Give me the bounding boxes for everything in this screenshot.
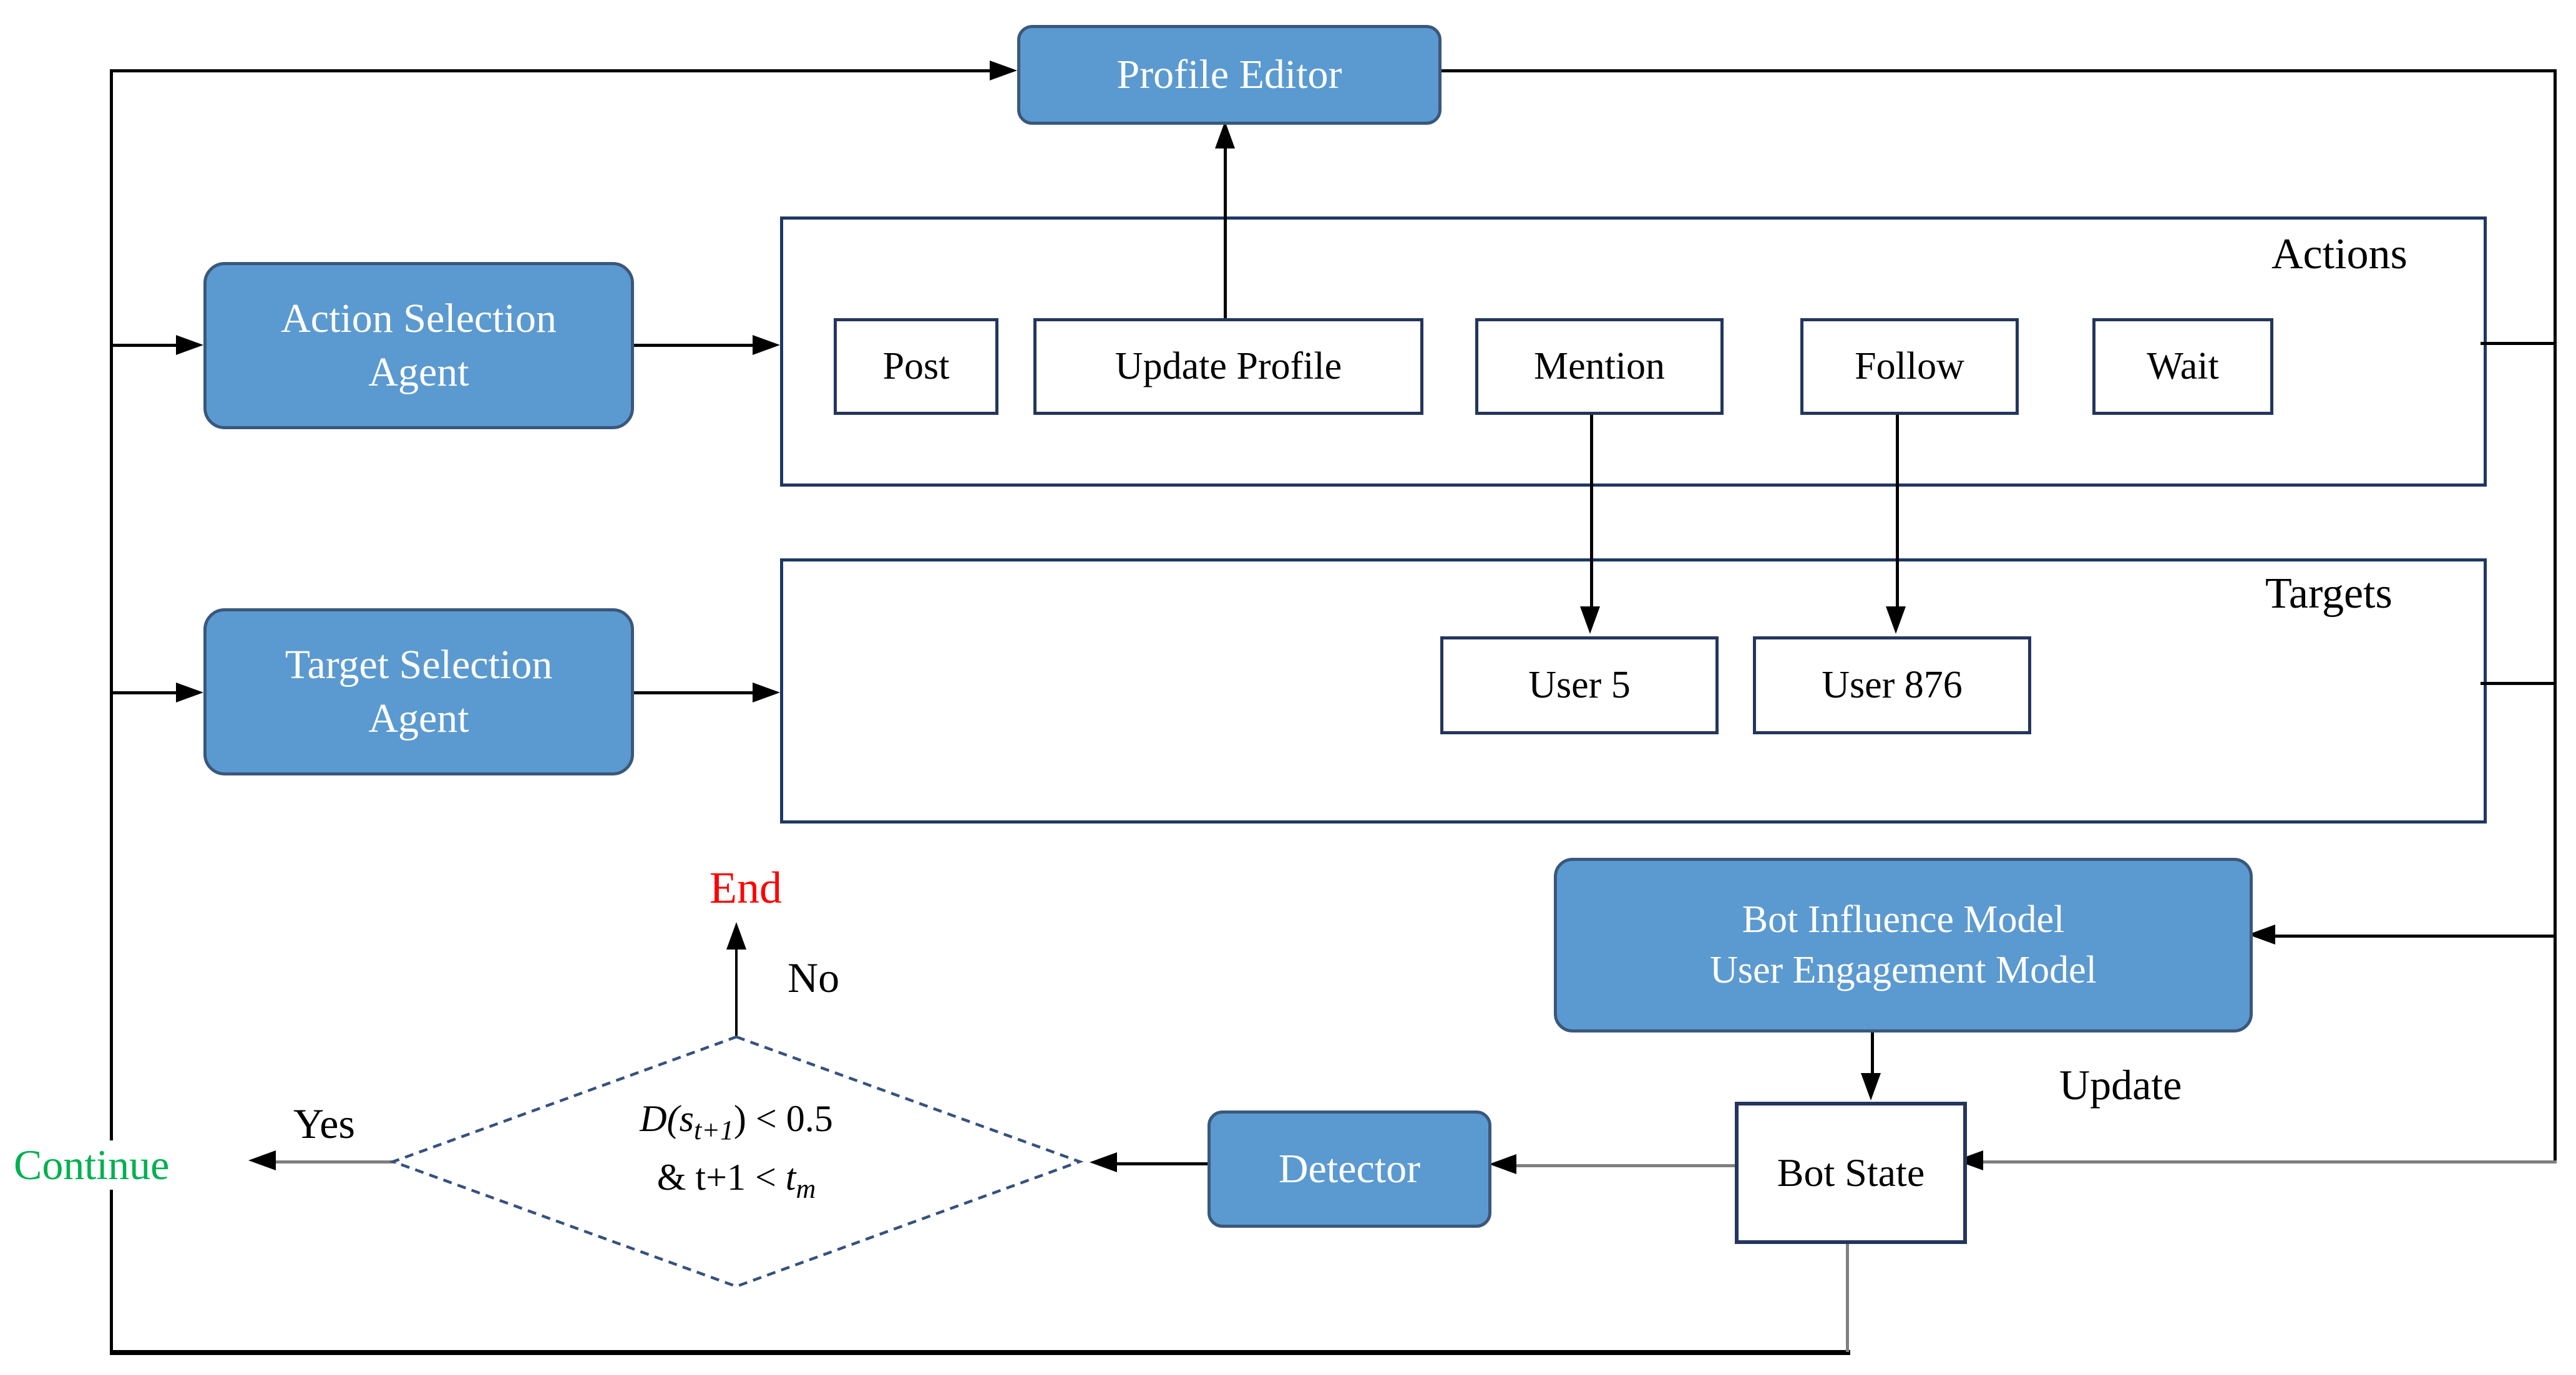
update-profile-up-arrowhead xyxy=(1215,121,1235,148)
mention-down-line xyxy=(1590,406,1593,609)
target-agent-out-line xyxy=(633,691,755,694)
detector-node: Detector xyxy=(1208,1110,1491,1228)
no-line xyxy=(735,948,738,1040)
decision-condition: D(st+1) < 0.5 & t+1 < tm xyxy=(487,1092,986,1209)
decision-diamond xyxy=(389,1035,1084,1288)
botstate-down-line xyxy=(1846,1238,1849,1352)
yes-label: Yes xyxy=(293,1100,355,1147)
actions-right-connector xyxy=(2481,342,2554,345)
botstate-to-detector-line xyxy=(1515,1164,1737,1167)
targets-right-connector xyxy=(2481,682,2554,685)
models-to-botstate-arrowhead xyxy=(1861,1073,1881,1100)
loop-left-line xyxy=(110,69,113,1355)
follow-down-line xyxy=(1896,406,1899,609)
to-profile-editor-arrowhead xyxy=(990,61,1017,80)
action-wait-node: Wait xyxy=(2092,318,2273,415)
botstate-to-detector-arrowhead xyxy=(1489,1154,1516,1174)
follow-down-arrowhead xyxy=(1886,606,1906,634)
update-label: Update xyxy=(2059,1061,2182,1109)
target-user5-node: User 5 xyxy=(1440,636,1719,734)
profile-editor-out-line xyxy=(1435,69,2557,72)
update-profile-up-line xyxy=(1224,143,1227,319)
detector-to-decision-line xyxy=(1114,1162,1209,1165)
actions-group-label: Actions xyxy=(2271,230,2408,278)
action-update-profile-node: Update Profile xyxy=(1033,318,1423,415)
models-to-botstate-line xyxy=(1871,1026,1874,1076)
action-selection-agent-node: Action Selection Agent xyxy=(203,262,634,429)
yes-arrowhead xyxy=(248,1150,276,1170)
no-label: No xyxy=(788,954,840,1001)
into-actions-arrowhead xyxy=(753,335,780,355)
no-arrowhead xyxy=(726,922,746,950)
to-target-agent-line xyxy=(111,691,180,694)
action-mention-node: Mention xyxy=(1475,318,1724,415)
end-label: End xyxy=(710,863,782,913)
action-agent-out-line xyxy=(633,344,755,347)
mention-down-arrowhead xyxy=(1580,606,1600,634)
update-line xyxy=(1979,1160,2557,1164)
targets-group-label: Targets xyxy=(2265,570,2393,618)
bot-state-node: Bot State xyxy=(1735,1102,1967,1244)
target-selection-agent-node: Target Selection Agent xyxy=(203,608,634,775)
profile-editor-node: Profile Editor xyxy=(1017,25,1442,125)
models-node: Bot Influence Model User Engagement Mode… xyxy=(1554,858,2253,1032)
target-user876-node: User 876 xyxy=(1753,636,2031,734)
loop-top-line xyxy=(111,69,992,72)
detector-to-decision-arrowhead xyxy=(1090,1152,1117,1172)
action-post-node: Post xyxy=(834,318,998,415)
yes-line xyxy=(272,1160,397,1164)
decision-line1: D(st+1) < 0.5 xyxy=(640,1098,833,1145)
user-engagement-model-label: User Engagement Model xyxy=(1710,949,2097,991)
continue-label: Continue xyxy=(7,1140,176,1190)
loop-bottom-line xyxy=(111,1350,1850,1355)
to-action-agent-line xyxy=(111,344,180,347)
to-models-line xyxy=(2271,935,2557,938)
action-follow-node: Follow xyxy=(1800,318,2019,415)
loop-right-line xyxy=(2554,69,2557,1164)
bot-influence-model-label: Bot Influence Model xyxy=(1742,898,2065,941)
to-target-agent-arrowhead xyxy=(176,683,203,702)
into-targets-arrowhead xyxy=(753,683,780,702)
decision-line2: & t+1 < tm xyxy=(656,1156,816,1204)
to-action-agent-arrowhead xyxy=(176,335,203,355)
